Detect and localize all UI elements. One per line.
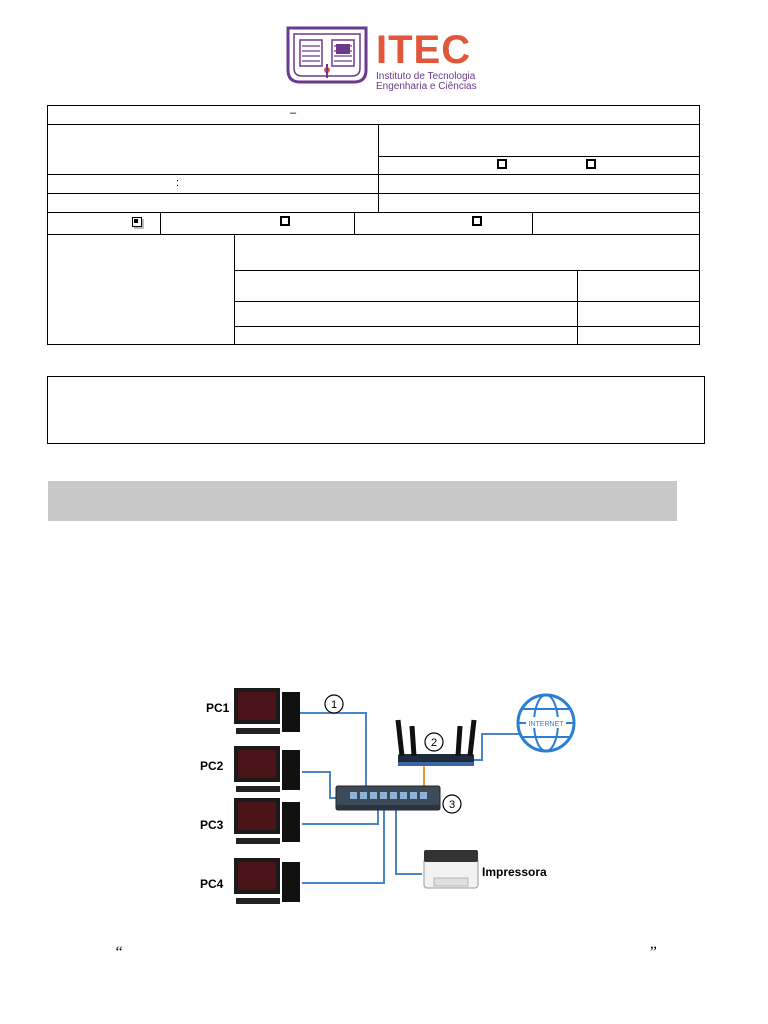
row-divider: [234, 326, 699, 327]
marker-1-label: 1: [331, 699, 337, 711]
cable-pc1: [300, 712, 367, 798]
cable-pc4: [302, 810, 385, 884]
marker-1: 1: [324, 694, 344, 714]
itec-logo: ITEC Instituto de Tecnologia Engenharia …: [284, 24, 494, 92]
section-header-band: [48, 481, 677, 521]
marker-3-label: 3: [449, 799, 455, 811]
router-icon: [395, 719, 477, 766]
option-checkbox-1[interactable]: [497, 159, 507, 169]
col-divider: [577, 270, 578, 344]
close-quote: ”: [648, 944, 657, 961]
printer-icon: [423, 850, 479, 889]
row-divider: [234, 270, 699, 271]
pc1-label: PC1: [206, 701, 230, 715]
option-checkbox-3[interactable]: [280, 216, 290, 226]
network-diagram-svg: INTERNET: [200, 688, 576, 904]
internet-label: INTERNET: [529, 721, 565, 728]
row-divider: [48, 174, 699, 175]
pc4-icon: [234, 858, 300, 904]
col-divider: [378, 124, 379, 212]
internet-globe-icon: INTERNET: [516, 693, 576, 753]
col-divider: [160, 212, 161, 234]
row-divider: [48, 234, 699, 235]
row-divider: [48, 193, 699, 194]
pc1-icon: [234, 688, 300, 734]
row-divider: [234, 301, 699, 302]
option-checkbox-2[interactable]: [586, 159, 596, 169]
open-quote: “: [114, 944, 123, 961]
col-divider: [234, 234, 235, 344]
pc3-label: PC3: [200, 818, 224, 832]
col-divider: [532, 212, 533, 234]
logo-subtitle-1: Instituto de Tecnologia: [376, 71, 476, 82]
network-diagram: INTERNET: [190, 680, 590, 910]
row-divider: [378, 156, 699, 157]
logo-subtitle-2: Engenharia e Ciências: [376, 81, 477, 92]
marker-3: 3: [442, 794, 462, 814]
cable-pc2: [302, 771, 340, 799]
cable-pc3: [302, 810, 379, 825]
row-divider: [48, 124, 699, 125]
cable-router-internet: [470, 733, 520, 761]
col-divider: [354, 212, 355, 234]
marker-2-label: 2: [431, 737, 437, 749]
field-colon: :: [176, 177, 180, 189]
header-form-table: – :: [47, 105, 700, 345]
option-checkbox-4[interactable]: [472, 216, 482, 226]
pc4-label: PC4: [200, 877, 224, 891]
pc2-icon: [234, 746, 300, 792]
itec-emblem-icon: [286, 26, 368, 84]
cable-printer: [395, 810, 422, 875]
logo-wordmark: ITEC: [376, 28, 472, 72]
network-switch-icon: [335, 785, 441, 811]
pc3-icon: [234, 798, 300, 844]
title-dash: –: [290, 107, 297, 119]
notes-box: [47, 376, 705, 444]
printer-label: Impressora: [482, 865, 547, 879]
marker-2: 2: [424, 732, 444, 752]
selected-checkbox[interactable]: [132, 217, 142, 227]
row-divider: [48, 212, 699, 213]
pc2-label: PC2: [200, 759, 224, 773]
